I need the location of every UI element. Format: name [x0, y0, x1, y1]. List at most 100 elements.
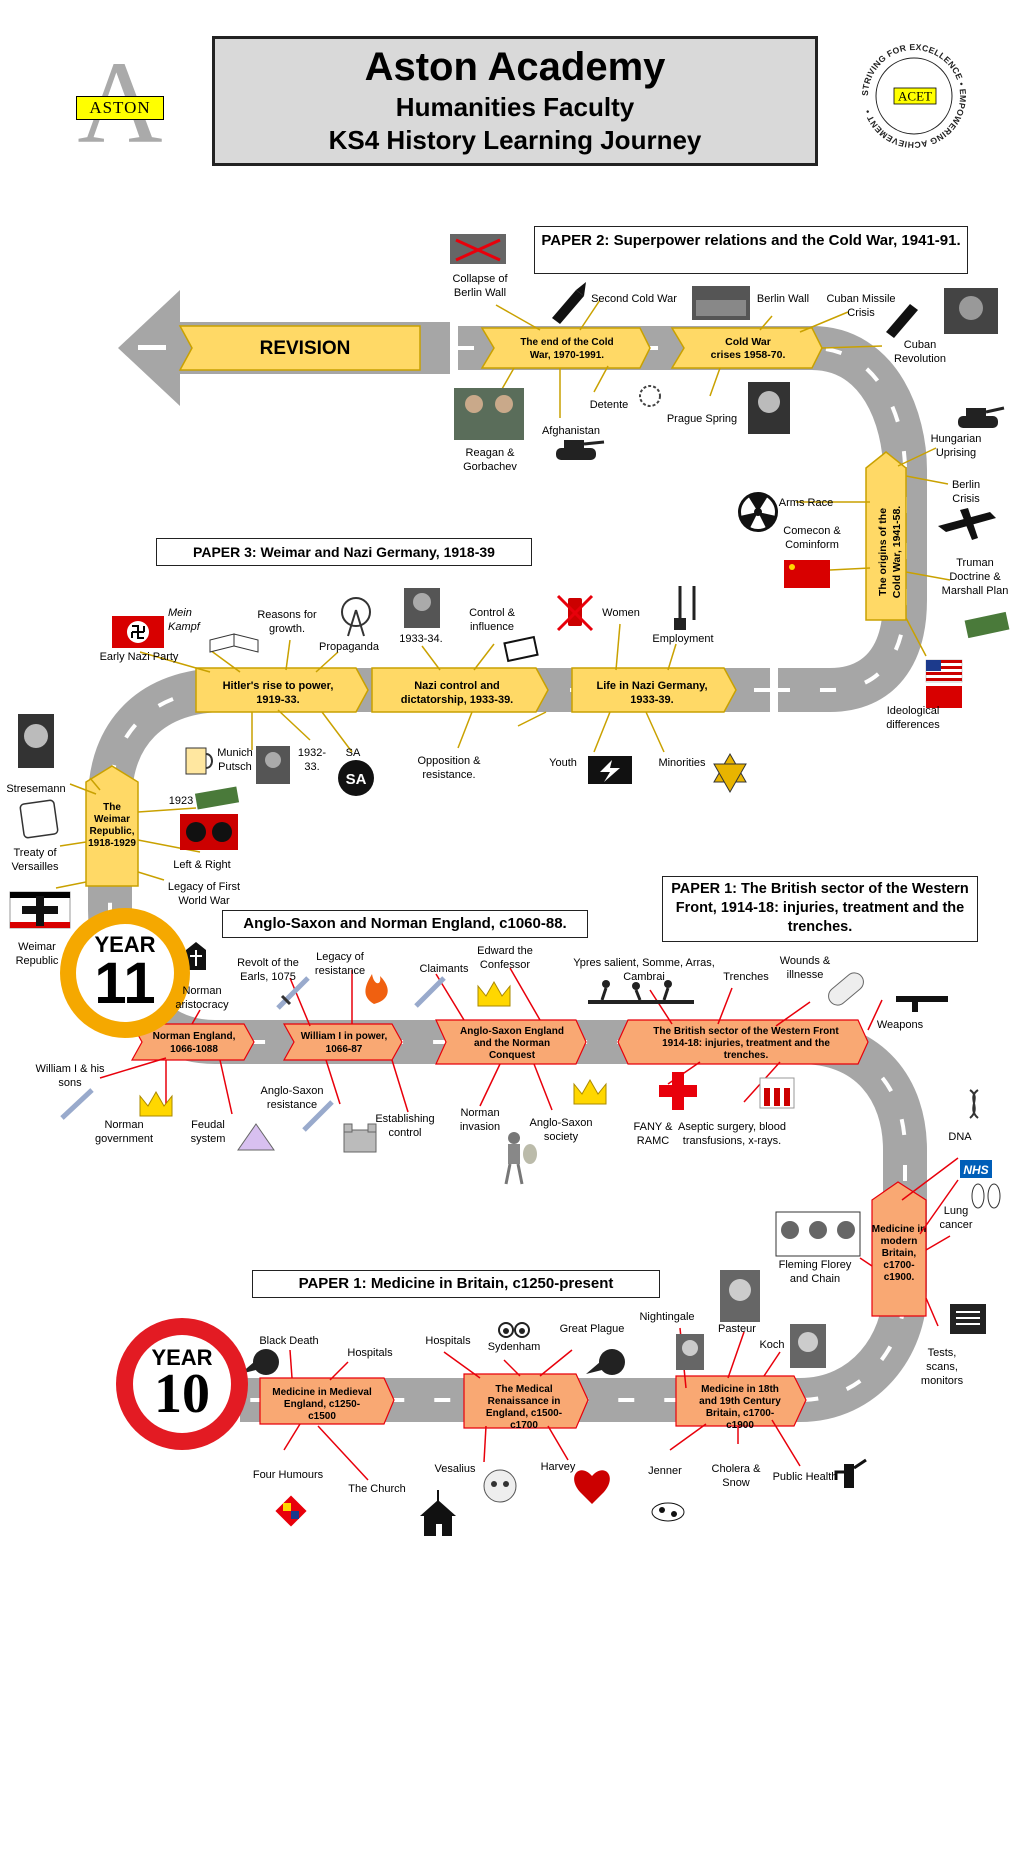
label-reasons-growth: Reasons for growth.: [257, 609, 317, 635]
label-employment: Employment: [652, 633, 714, 645]
svg-text:NHS: NHS: [963, 1163, 988, 1177]
unit-norman-england: [130, 1023, 255, 1061]
sword-icon: [276, 976, 310, 1010]
label-sydenham: Sydenham: [487, 1341, 541, 1353]
label-confessor: Edward the Confessor: [477, 945, 533, 971]
label-trenches: Trenches: [723, 971, 769, 983]
eyes-icon: [498, 1322, 530, 1338]
shovel-icon: [674, 586, 696, 630]
label-propaganda: Propaganda: [319, 641, 379, 653]
label-establishing: Establishing control: [375, 1113, 435, 1139]
label-afghanistan: Afghanistan: [541, 425, 601, 437]
paper-title-anglo-saxon: Anglo-Saxon and Norman England, c1060-88…: [222, 910, 588, 938]
crown-icon: [139, 1090, 173, 1117]
label-ideological: Ideological differences: [886, 705, 940, 731]
swastika-flag-icon: [180, 814, 238, 850]
unit-life: [571, 667, 737, 713]
red-connectors: [99, 967, 959, 1481]
cow-icon: [651, 1502, 685, 1522]
label-dna: DNA: [948, 1131, 972, 1143]
label-detente: Detente: [589, 399, 629, 411]
unit-control: [371, 667, 549, 713]
label-as-resistance: Anglo-Saxon resistance: [260, 1085, 324, 1111]
label-cuban-revolution: Cuban Revolution: [894, 339, 946, 365]
humours-icon: [275, 1495, 307, 1527]
label-minorities: Minorities: [658, 757, 706, 769]
label-four-humours: Four Humours: [252, 1469, 324, 1481]
svg-text:SA: SA: [346, 771, 367, 788]
label-early-nazi: Early Nazi Party: [99, 651, 179, 663]
label-1932-33: 1932-33.: [297, 747, 327, 773]
xray-icon: [950, 1304, 986, 1334]
tank-icon: [958, 406, 1005, 428]
label-legacy-resistance: Legacy of resistance: [314, 951, 366, 977]
unit-norman-england-text: Norman England,1066-1088: [153, 1031, 236, 1055]
scroll-icon: [19, 799, 59, 839]
label-hospitals-medieval: Hospitals: [347, 1347, 393, 1359]
paper-title-medicine: PAPER 1: Medicine in Britain, c1250-pres…: [252, 1270, 660, 1298]
hitler-portrait-icon: [256, 746, 290, 784]
label-youth: Youth: [549, 757, 577, 769]
label-norman-invasion: Norman invasion: [459, 1107, 501, 1133]
label-fany: FANY & RAMC: [633, 1121, 673, 1147]
label-public-health: Public Health: [772, 1471, 838, 1483]
unit-medieval: [259, 1377, 395, 1425]
page-subtitle: Humanities Faculty: [395, 92, 635, 122]
lipstick-icon: [556, 594, 594, 632]
stresemann-icon: [18, 714, 54, 768]
label-women: Women: [602, 607, 640, 619]
paper-title-western-front: PAPER 1: The British sector of the Weste…: [662, 876, 978, 942]
year-11-word: YEAR: [94, 932, 156, 957]
church-icon: [420, 1490, 456, 1536]
unit-conquest: [435, 1019, 587, 1065]
label-claimants: Claimants: [419, 963, 469, 975]
label-feudal: Feudal system: [190, 1119, 226, 1145]
label-weimar-republic: Weimar Republic: [15, 941, 59, 967]
money-icon: [964, 611, 1010, 639]
beer-icon: [185, 747, 213, 775]
star-of-david-icon: [713, 752, 747, 794]
sa-symbol-icon: SA: [338, 760, 374, 796]
label-truman: Truman Doctrine & Marshall Plan: [941, 557, 1009, 597]
swastika-flag-icon: [112, 616, 164, 648]
unit-weimar-republic: [85, 765, 139, 887]
label-sa: SA: [345, 747, 361, 759]
pump-icon: [834, 1458, 867, 1488]
scientists-icon: [775, 1211, 861, 1257]
label-norman-aristocracy: Norman aristocracy: [175, 985, 229, 1011]
sword-icon: [302, 1100, 334, 1132]
skull-icon: [483, 1469, 517, 1503]
sword-icon: [60, 1088, 94, 1120]
soviet-flag-icon: [926, 686, 962, 708]
plague-doctor-icon: [586, 1349, 625, 1375]
fire-icon: [365, 974, 388, 1004]
aston-logo: A ASTON: [70, 44, 170, 162]
label-prague-spring: Prague Spring: [666, 413, 738, 425]
reagan-gorbachev-icon: [454, 388, 524, 440]
label-koch: Koch: [759, 1339, 785, 1351]
label-fleming: Fleming Florey and Chain: [778, 1259, 852, 1285]
unit-modern-medicine: [871, 1181, 927, 1317]
page-journey: KS4 History Learning Journey: [328, 125, 702, 155]
unit-william-text: William I in power,1066-87: [301, 1031, 388, 1055]
unit-renaissance: [463, 1373, 589, 1429]
label-control-influence: Control & influence: [469, 607, 515, 633]
year-10-badge: YEAR 10: [116, 1318, 248, 1450]
label-cuban-missile: Cuban Missile Crisis: [826, 293, 896, 319]
label-arms-race: Arms Race: [778, 497, 834, 509]
label-tests: Tests, scans, monitors: [920, 1347, 964, 1387]
castle-icon: [343, 1123, 377, 1153]
label-norman-gov: Norman government: [94, 1119, 154, 1145]
unit-rise-text: Hitler's rise to power,1919-33.: [223, 680, 334, 706]
label-reagan: Reagan & Gorbachev: [463, 447, 517, 473]
knight-icon: [504, 1132, 537, 1185]
radio-tower-icon: [341, 597, 371, 637]
portrait-icon: [790, 1324, 826, 1368]
